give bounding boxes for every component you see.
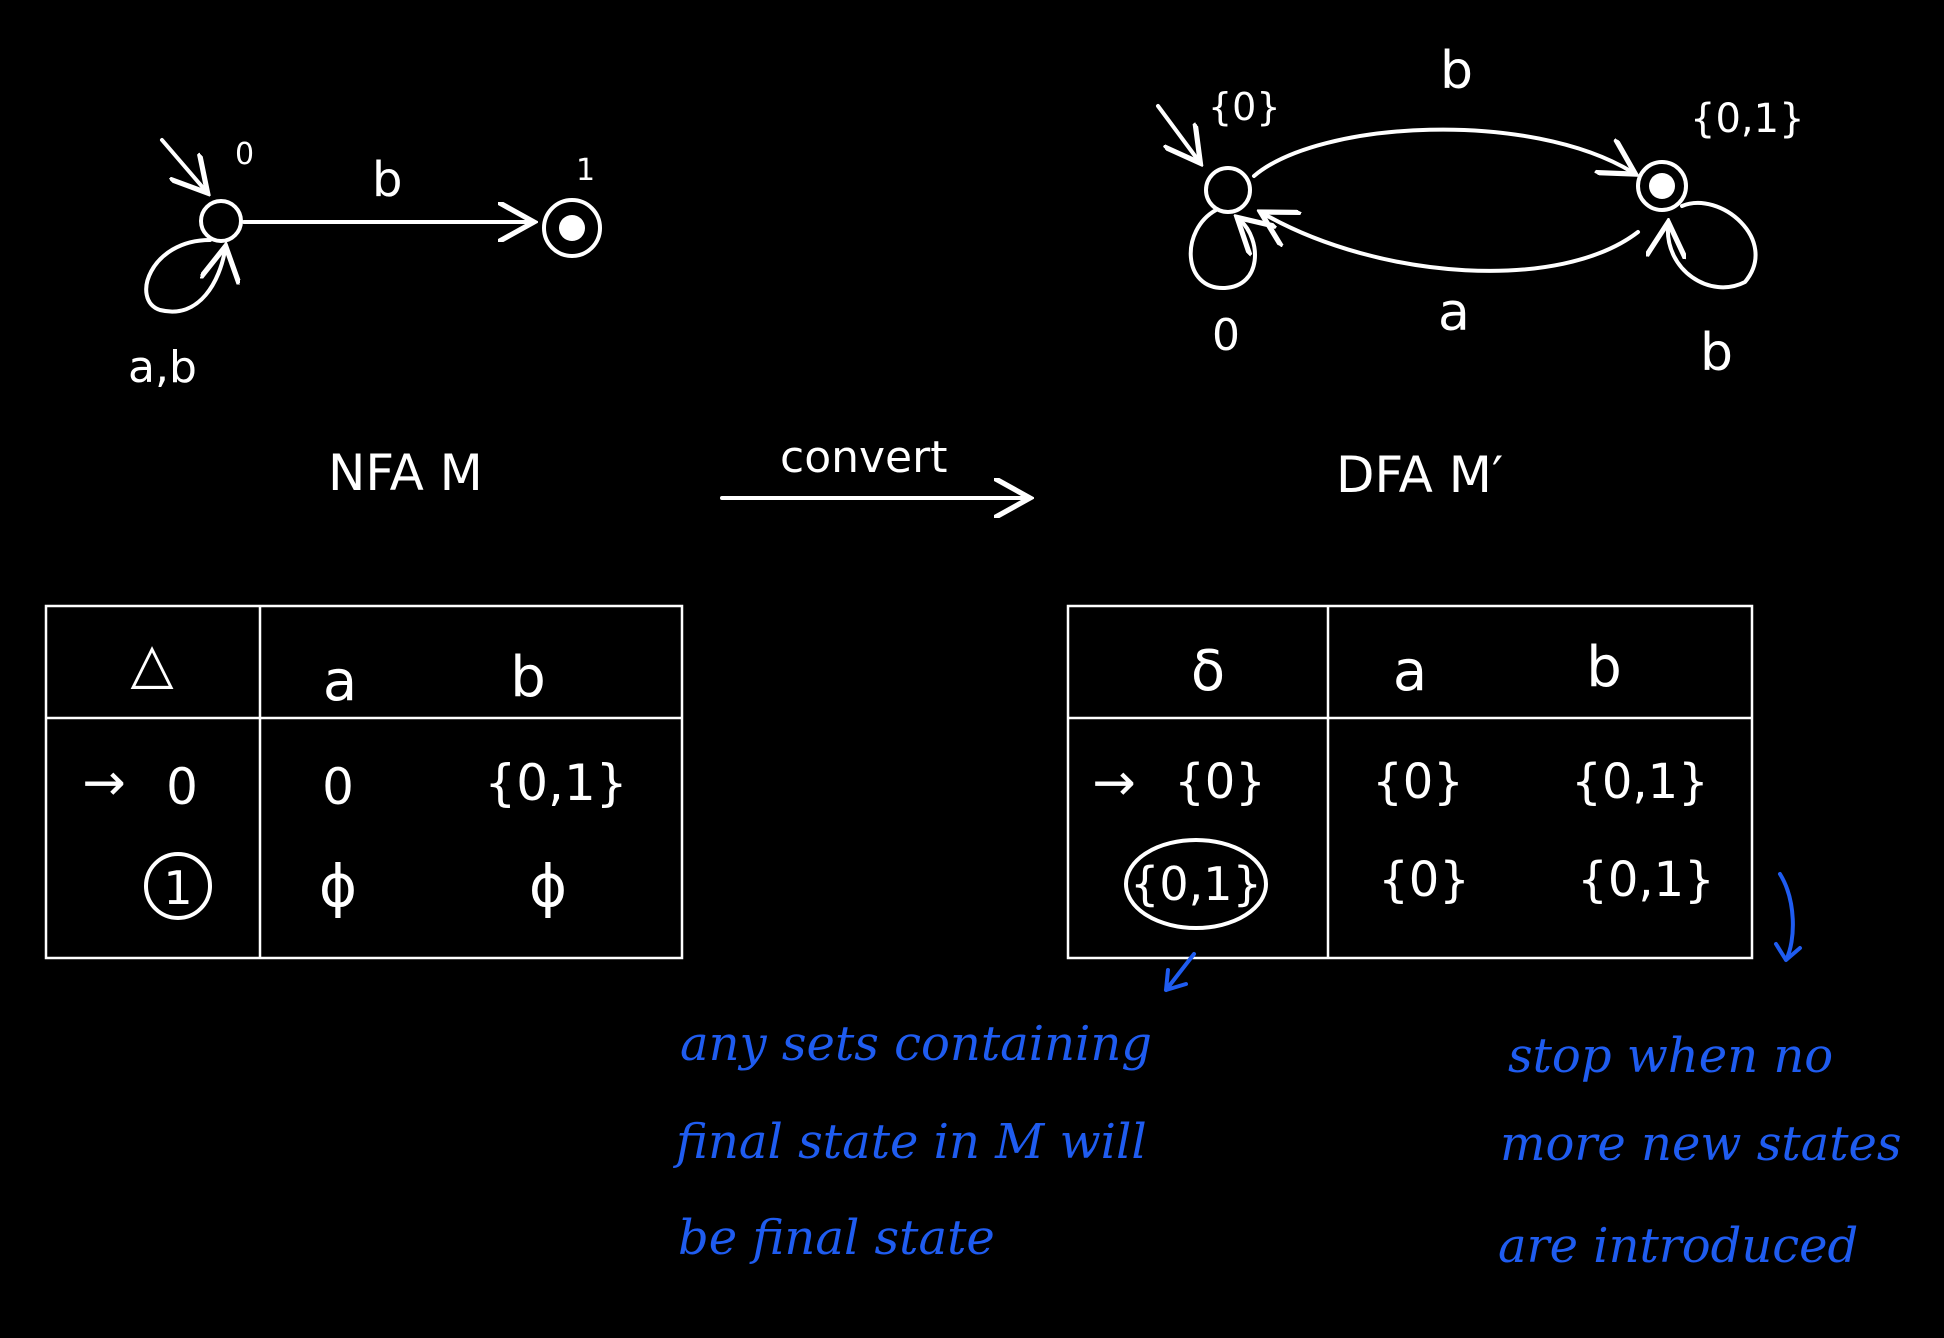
dfa-b-edge-label: b — [1440, 41, 1473, 101]
nfa-row1-final-circle — [144, 852, 212, 920]
annotation-final-line1: any sets containing — [680, 1016, 1152, 1072]
dfa-diagram: {0} b {0,1} a 0 b DFA M′ — [1156, 41, 1805, 504]
nfa-table-corner: △ — [130, 631, 173, 696]
dfa-a-edge-label: a — [1438, 283, 1470, 343]
convert-label: convert — [780, 432, 947, 483]
dfa-state-0-label: {0} — [1208, 85, 1281, 129]
dfa-state-0 — [1204, 166, 1252, 214]
nfa-loop-arrow — [144, 238, 225, 314]
annotation-stop-arrow — [1774, 872, 1802, 962]
nfa-state-1-label: 1 — [576, 153, 595, 188]
annotation-stop-line1: stop when no — [1508, 1028, 1833, 1084]
dfa-loop-01-label: b — [1700, 323, 1733, 383]
nfa-row0-state: 0 — [166, 758, 198, 816]
dfa-row0-arrow: → — [1092, 753, 1136, 813]
dfa-state-01-dot — [1649, 173, 1675, 199]
nfa-row0-a: 0 — [322, 758, 354, 816]
dfa-loop-01 — [1668, 200, 1758, 290]
nfa-state-1 — [542, 198, 602, 258]
annotation-final-line2: final state in M will — [673, 1114, 1147, 1170]
dfa-row0-a: {0} — [1372, 754, 1464, 810]
nfa-b-label: b — [372, 152, 402, 208]
dfa-a-edge — [1264, 214, 1640, 273]
dfa-table-corner: δ — [1191, 639, 1225, 704]
nfa-title: NFA M — [328, 444, 483, 502]
nfa-table-col-b: b — [510, 645, 546, 710]
dfa-title: DFA M′ — [1336, 446, 1503, 504]
dfa-row0-state: {0} — [1174, 754, 1266, 810]
dfa-table: δ a b → {0} {0} {0,1} {0,1} {0} {0,1} — [1066, 604, 1754, 960]
dfa-row1-a: {0} — [1378, 852, 1470, 908]
dfa-state-01-label: {0,1} — [1690, 96, 1805, 142]
dfa-start-arrow — [1156, 104, 1198, 160]
nfa-row1-b: ϕ — [529, 852, 567, 920]
dfa-state-01 — [1636, 160, 1688, 212]
dfa-table-col-b: b — [1586, 635, 1622, 700]
dfa-row1-state: {0,1} — [1130, 857, 1262, 911]
dfa-row1-final-circle — [1124, 838, 1268, 930]
nfa-diagram: 0 a,b b 1 NFA M — [128, 137, 602, 502]
nfa-start-arrow — [160, 138, 205, 190]
dfa-row1-b: {0,1} — [1577, 852, 1714, 908]
annotation-final: any sets containing final state in M wil… — [673, 952, 1196, 1266]
dfa-row0-b: {0,1} — [1571, 754, 1708, 810]
dfa-loop-0-label: 0 — [1212, 310, 1240, 361]
annotation-stop-line2: more new states — [1500, 1116, 1902, 1172]
annotation-final-line3: be final state — [678, 1210, 995, 1266]
dfa-b-edge — [1252, 127, 1632, 178]
convert-arrow-group: convert — [720, 432, 1026, 498]
nfa-table-border — [44, 604, 684, 960]
nfa-table-col-a: a — [323, 649, 357, 714]
nfa-row1-state: 1 — [163, 861, 192, 915]
dfa-loop-0 — [1188, 208, 1255, 291]
nfa-row0-b: {0,1} — [484, 754, 627, 812]
nfa-row1-a: ϕ — [319, 852, 357, 920]
nfa-state-0-label: 0 — [235, 137, 254, 172]
nfa-loop-label: a,b — [128, 342, 197, 393]
dfa-table-border — [1066, 604, 1754, 960]
dfa-table-col-a: a — [1393, 639, 1427, 704]
annotation-stop-line3: are introduced — [1498, 1218, 1858, 1274]
nfa-row0-arrow: → — [82, 753, 126, 813]
annotation-final-arrow — [1164, 952, 1196, 992]
annotation-stop: stop when no more new states are introdu… — [1498, 872, 1902, 1274]
nfa-state-1-dot — [559, 215, 585, 241]
nfa-table: △ a b → 0 0 {0,1} 1 ϕ ϕ — [44, 604, 684, 960]
